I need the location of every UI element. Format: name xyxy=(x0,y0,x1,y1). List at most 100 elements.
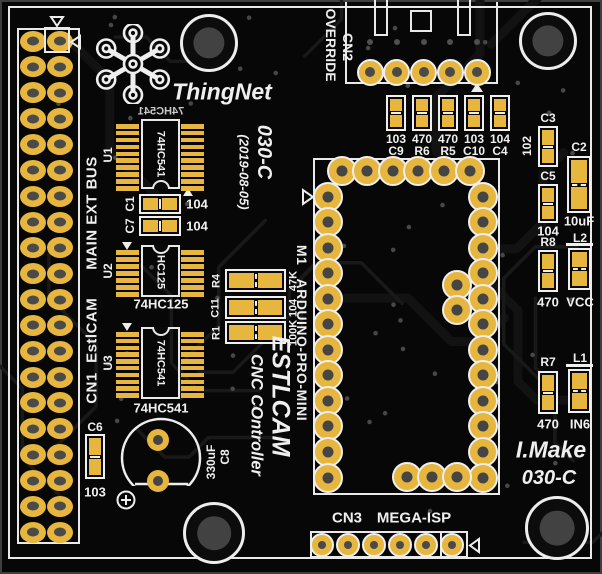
cn1-pad xyxy=(20,314,46,336)
c8-refdes: C8 xyxy=(218,449,232,465)
cn1-pad xyxy=(47,366,73,388)
cn1-pad xyxy=(47,521,73,543)
version-date: (2019-08-05) xyxy=(236,134,252,210)
cn1-pad xyxy=(20,392,46,414)
version-code: 030-C xyxy=(253,124,275,180)
cn1-pad xyxy=(20,237,46,259)
cn1-pad xyxy=(47,263,73,285)
cn1-pad xyxy=(47,237,73,259)
u1-pin xyxy=(116,124,139,129)
cn3-pad xyxy=(440,533,464,557)
u2-pin xyxy=(116,278,139,283)
u3-pin xyxy=(116,352,139,357)
u3-pin xyxy=(116,365,139,371)
u2-pin xyxy=(116,292,139,297)
u2-pin xyxy=(116,250,139,255)
u1-pin xyxy=(181,179,204,184)
m1-name: ARDUINO-PRO-MINI xyxy=(294,278,310,422)
cn3-pad xyxy=(414,533,438,557)
u2-name-label: 74HC125 xyxy=(133,296,189,312)
cn1-pad xyxy=(20,108,46,130)
cn2-pad xyxy=(410,58,437,86)
u1-pin xyxy=(116,144,139,150)
r1-refdes: R1 xyxy=(210,325,223,341)
cn1-pad xyxy=(47,185,73,207)
u1-pin xyxy=(116,151,139,157)
u3-pin xyxy=(181,365,204,371)
u3-notch xyxy=(151,327,170,336)
cn1-connector-outline xyxy=(17,28,80,544)
u2-pin xyxy=(116,285,139,290)
u1-pin xyxy=(181,186,204,191)
c2-refdes: C2 xyxy=(571,140,587,154)
u2-refdes: U2 xyxy=(101,263,115,279)
l1-pads xyxy=(568,369,591,413)
cn1-pad xyxy=(47,444,73,466)
m1-pad xyxy=(312,385,343,416)
c5-value: 104 xyxy=(537,223,559,239)
u3-pin xyxy=(181,386,204,391)
u3-pin xyxy=(181,379,204,384)
cn1-pad xyxy=(20,289,46,310)
top-smd-value: 103 xyxy=(463,132,485,146)
top-smd-refdes: C9 xyxy=(388,144,404,158)
top-smd-pads xyxy=(412,95,432,131)
u1-pin xyxy=(181,165,204,170)
cn1-pad xyxy=(20,444,46,466)
cn2-shroud-dot xyxy=(474,39,480,45)
u2-notch xyxy=(151,245,170,254)
r8-pads xyxy=(538,250,558,292)
r8-value: 470 xyxy=(537,294,559,310)
cn1-pad xyxy=(20,185,46,207)
u3-pin xyxy=(116,338,139,344)
top-smd-refdes: R5 xyxy=(440,144,456,158)
u3-pin xyxy=(181,372,204,378)
u1-pin xyxy=(181,137,204,143)
cn1-pad xyxy=(20,340,46,362)
u3-pin xyxy=(116,393,139,398)
cn2-pad xyxy=(436,58,464,86)
u3-pin xyxy=(181,393,204,398)
cn3-pad xyxy=(310,533,334,557)
cn1-bus-name: MAIN EXT BUS xyxy=(83,156,101,270)
cn1-label: CN1 EstlCAM MAIN EXT BUS xyxy=(83,156,101,404)
c2-value: 10uF xyxy=(563,213,595,229)
u1-pin xyxy=(181,144,204,150)
c3-value: 102 xyxy=(520,135,534,157)
cn2-slot-left xyxy=(374,0,388,36)
r4-pads xyxy=(225,269,286,292)
u1-notch xyxy=(151,180,170,189)
u1-pin xyxy=(116,172,139,177)
m1-pad xyxy=(441,294,472,325)
u3-pin xyxy=(181,359,204,364)
m1-pad xyxy=(467,462,498,493)
cn2-shroud-dot xyxy=(447,39,454,45)
cn1-pad xyxy=(47,133,73,155)
cn1-pad xyxy=(20,56,46,78)
c1-value: 104 xyxy=(186,196,208,212)
cn1-pad xyxy=(47,108,73,130)
cn1-pad xyxy=(20,159,46,181)
u2-pin xyxy=(181,250,204,255)
mounting-hole-top-right xyxy=(519,12,577,70)
u2-pin xyxy=(181,257,204,262)
m1-pad xyxy=(467,360,498,391)
u2-pin xyxy=(116,264,139,269)
u3-pin xyxy=(116,345,139,351)
cn1-pad xyxy=(47,211,73,233)
u1-pin xyxy=(116,137,139,143)
mounting-hole-top-left xyxy=(180,14,238,72)
cn3-pad xyxy=(362,533,386,557)
c6-value: 103 xyxy=(84,484,106,500)
top-smd-pads xyxy=(386,95,406,131)
u2-pin xyxy=(181,264,204,269)
cn1-pad xyxy=(20,470,46,491)
u1-part-label: 74HC541 xyxy=(154,130,167,178)
top-smd-pads xyxy=(438,95,458,131)
u2-pin xyxy=(181,278,204,283)
u3-pin xyxy=(116,386,139,391)
cn1-pad xyxy=(47,56,73,78)
c6-refdes: C6 xyxy=(87,420,103,434)
cn2-shroud-dot xyxy=(420,39,427,45)
cn1-pad xyxy=(47,470,73,491)
